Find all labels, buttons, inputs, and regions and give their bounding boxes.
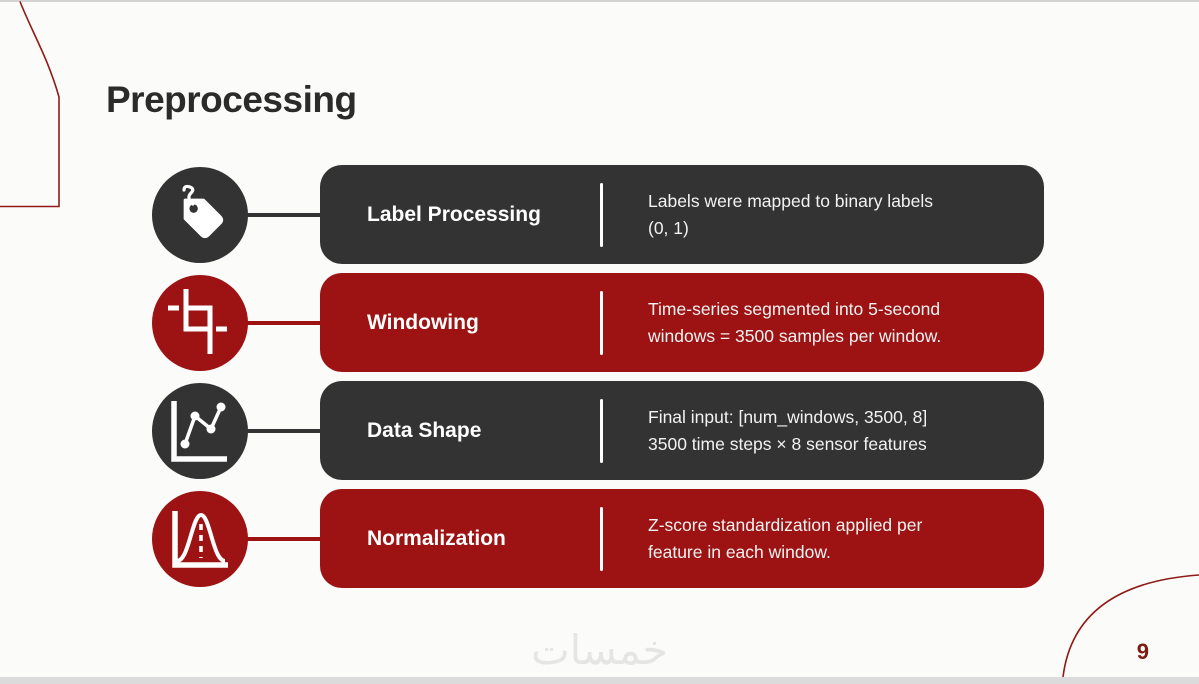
corner-decoration-top-left [0,1,60,208]
connector-line [240,320,324,325]
connector-line [240,428,324,433]
bell-curve-icon [152,490,248,587]
line-chart-icon [152,382,248,479]
process-row-data-shape: Data Shape Final input: [num_windows, 35… [0,381,1199,480]
process-row-label-processing: Label Processing Labels were mapped to b… [0,165,1199,264]
tag-icon [152,166,248,263]
process-title: Windowing [367,310,479,334]
divider-line [600,182,603,247]
process-description: Final input: [num_windows, 3500, 8] 3500… [648,406,928,454]
line-chart-icon-svg [171,400,227,462]
process-bar: Windowing Time-series segmented into 5-s… [320,273,1044,372]
process-bar: Data Shape Final input: [num_windows, 35… [320,381,1044,480]
page-number: 9 [1136,639,1149,664]
crop-icon [152,274,248,371]
process-description: Z-score standardization applied per feat… [648,514,923,562]
bottom-border-strip [0,677,1199,684]
corner-decoration-bottom-right [1062,574,1199,677]
process-bar: Normalization Z-score standardization ap… [320,489,1044,588]
process-description: Labels were mapped to binary labels (0, … [648,190,934,238]
page-title: Preprocessing [106,79,357,120]
divider-line [600,290,603,355]
process-title: Data Shape [367,418,482,442]
divider-line [600,398,603,463]
top-border-strip [0,0,1199,2]
connector-line [240,212,324,217]
watermark-khamsat: خمسات [531,626,668,674]
process-description: Time-series segmented into 5-second wind… [648,298,942,346]
process-title: Normalization [367,526,506,550]
process-bar: Label Processing Labels were mapped to b… [320,165,1044,264]
tag-icon-svg [182,184,224,238]
bell-curve-icon-svg [172,510,228,568]
crop-icon-svg [168,288,227,354]
process-title: Label Processing [367,202,541,226]
process-row-windowing: Windowing Time-series segmented into 5-s… [0,273,1199,372]
divider-line [600,506,603,571]
connector-line [240,536,324,541]
process-row-normalization: Normalization Z-score standardization ap… [0,489,1199,588]
